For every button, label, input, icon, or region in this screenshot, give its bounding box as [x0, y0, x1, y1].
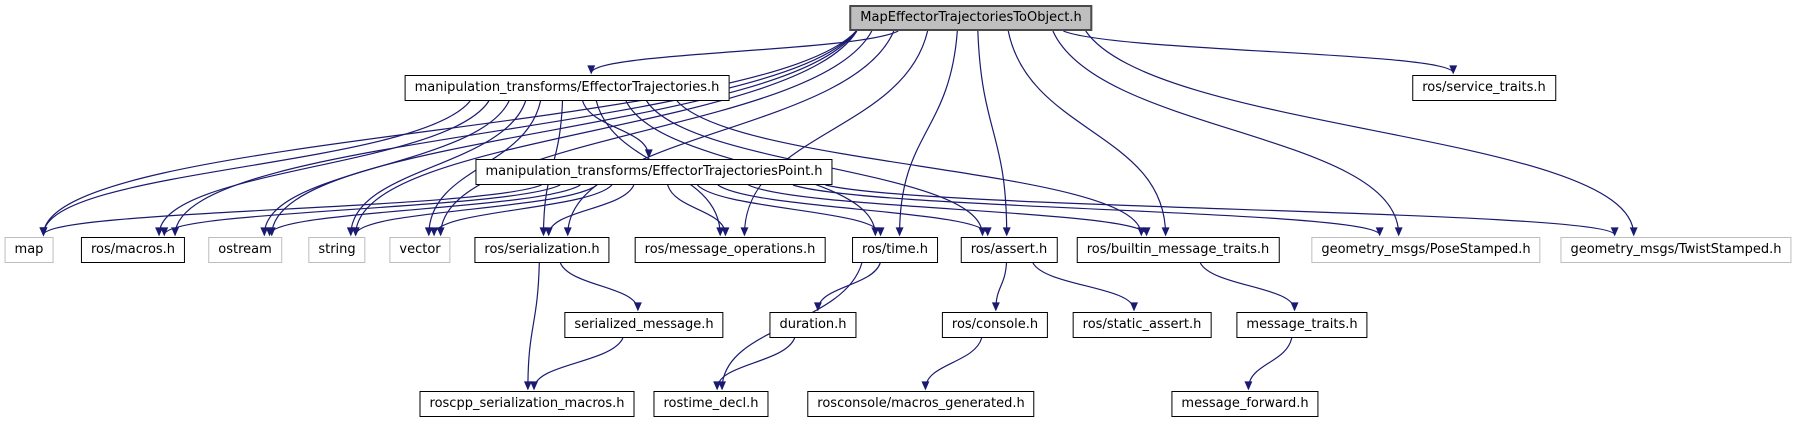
node-service_traits[interactable]: ros/service_traits.h — [1412, 75, 1556, 101]
node-macros[interactable]: ros/macros.h — [80, 237, 186, 263]
edge-eff_traj-macros — [155, 100, 490, 237]
node-rostime_decl[interactable]: rostime_decl.h — [653, 391, 769, 417]
edge-ser_msg-roscpp_macros — [530, 337, 624, 391]
edge-main-builtin — [1007, 30, 1170, 237]
node-map: map — [4, 237, 54, 263]
node-ser_msg[interactable]: serialized_message.h — [564, 312, 724, 338]
edge-point-string — [351, 184, 598, 237]
edge-assert-console — [991, 262, 1008, 312]
edge-main-twist — [1085, 30, 1638, 237]
edge-main-ostream — [267, 30, 857, 237]
node-ostream: ostream — [208, 237, 282, 263]
edge-eff_traj-point — [582, 100, 653, 159]
edge-msg_traits-msg_forward — [1244, 337, 1293, 391]
node-main: MapEffectorTrajectoriesToObject.h — [849, 5, 1093, 31]
node-serialization[interactable]: ros/serialization.h — [474, 237, 610, 263]
edge-point-map — [39, 184, 542, 237]
edge-point-builtin — [748, 184, 1151, 237]
edge-console-rosconsole_macros — [921, 337, 983, 391]
edge-main-assert — [977, 30, 1011, 237]
edge-point-msg_ops — [667, 184, 730, 237]
edge-serialization-ser_msg — [559, 262, 642, 312]
node-rosconsole_macros[interactable]: rosconsole/macros_generated.h — [807, 391, 1035, 417]
edge-main-eff_traj — [587, 30, 899, 75]
node-assert[interactable]: ros/assert.h — [960, 237, 1058, 263]
edge-point-serialization — [544, 184, 635, 237]
node-twist: geometry_msgs/TwistStamped.h — [1560, 237, 1792, 263]
node-string: string — [308, 237, 366, 263]
node-vector: vector — [389, 237, 451, 263]
node-builtin[interactable]: ros/builtin_message_traits.h — [1076, 237, 1280, 263]
edge-point-macros — [160, 184, 561, 237]
edge-serialization-roscpp_macros — [523, 262, 540, 391]
node-static_assert[interactable]: ros/static_assert.h — [1072, 312, 1212, 338]
edge-main-pose — [1052, 30, 1403, 237]
edge-point-assert — [717, 184, 992, 237]
edge-point-time — [696, 184, 885, 237]
edge-main-service_traits — [1063, 30, 1458, 75]
edge-time-duration — [813, 262, 881, 312]
edge-main-serialization — [563, 30, 895, 237]
node-roscpp_macros[interactable]: roscpp_serialization_macros.h — [419, 391, 635, 417]
node-msg_ops[interactable]: ros/message_operations.h — [634, 237, 826, 263]
edge-main-string — [351, 30, 858, 237]
node-time[interactable]: ros/time.h — [852, 237, 938, 263]
node-msg_traits[interactable]: message_traits.h — [1236, 312, 1368, 338]
edge-builtin-msg_traits — [1199, 262, 1299, 312]
node-msg_forward[interactable]: message_forward.h — [1171, 391, 1319, 417]
edge-eff_traj-ostream — [260, 100, 510, 237]
node-console[interactable]: ros/console.h — [941, 312, 1049, 338]
edge-point-vector — [430, 184, 613, 237]
edge-point-pose — [792, 184, 1384, 237]
node-duration[interactable]: duration.h — [769, 312, 857, 338]
node-pose: geometry_msgs/PoseStamped.h — [1311, 237, 1541, 263]
edge-eff_traj-map — [39, 100, 471, 237]
edge-main-time — [895, 30, 958, 237]
edge-point-twist — [825, 184, 1619, 237]
edge-duration-rostime_decl — [713, 337, 796, 391]
edge-assert-static_assert — [1032, 262, 1138, 312]
node-eff_traj[interactable]: manipulation_transforms/EffectorTrajecto… — [404, 75, 730, 101]
edge-main-macros — [171, 30, 857, 237]
node-point[interactable]: manipulation_transforms/EffectorTrajecto… — [475, 159, 833, 185]
edge-main-vector — [436, 30, 873, 237]
edge-main-map — [39, 30, 857, 237]
edge-point-ostream — [265, 184, 581, 237]
edge-main-msg_ops — [740, 30, 929, 237]
